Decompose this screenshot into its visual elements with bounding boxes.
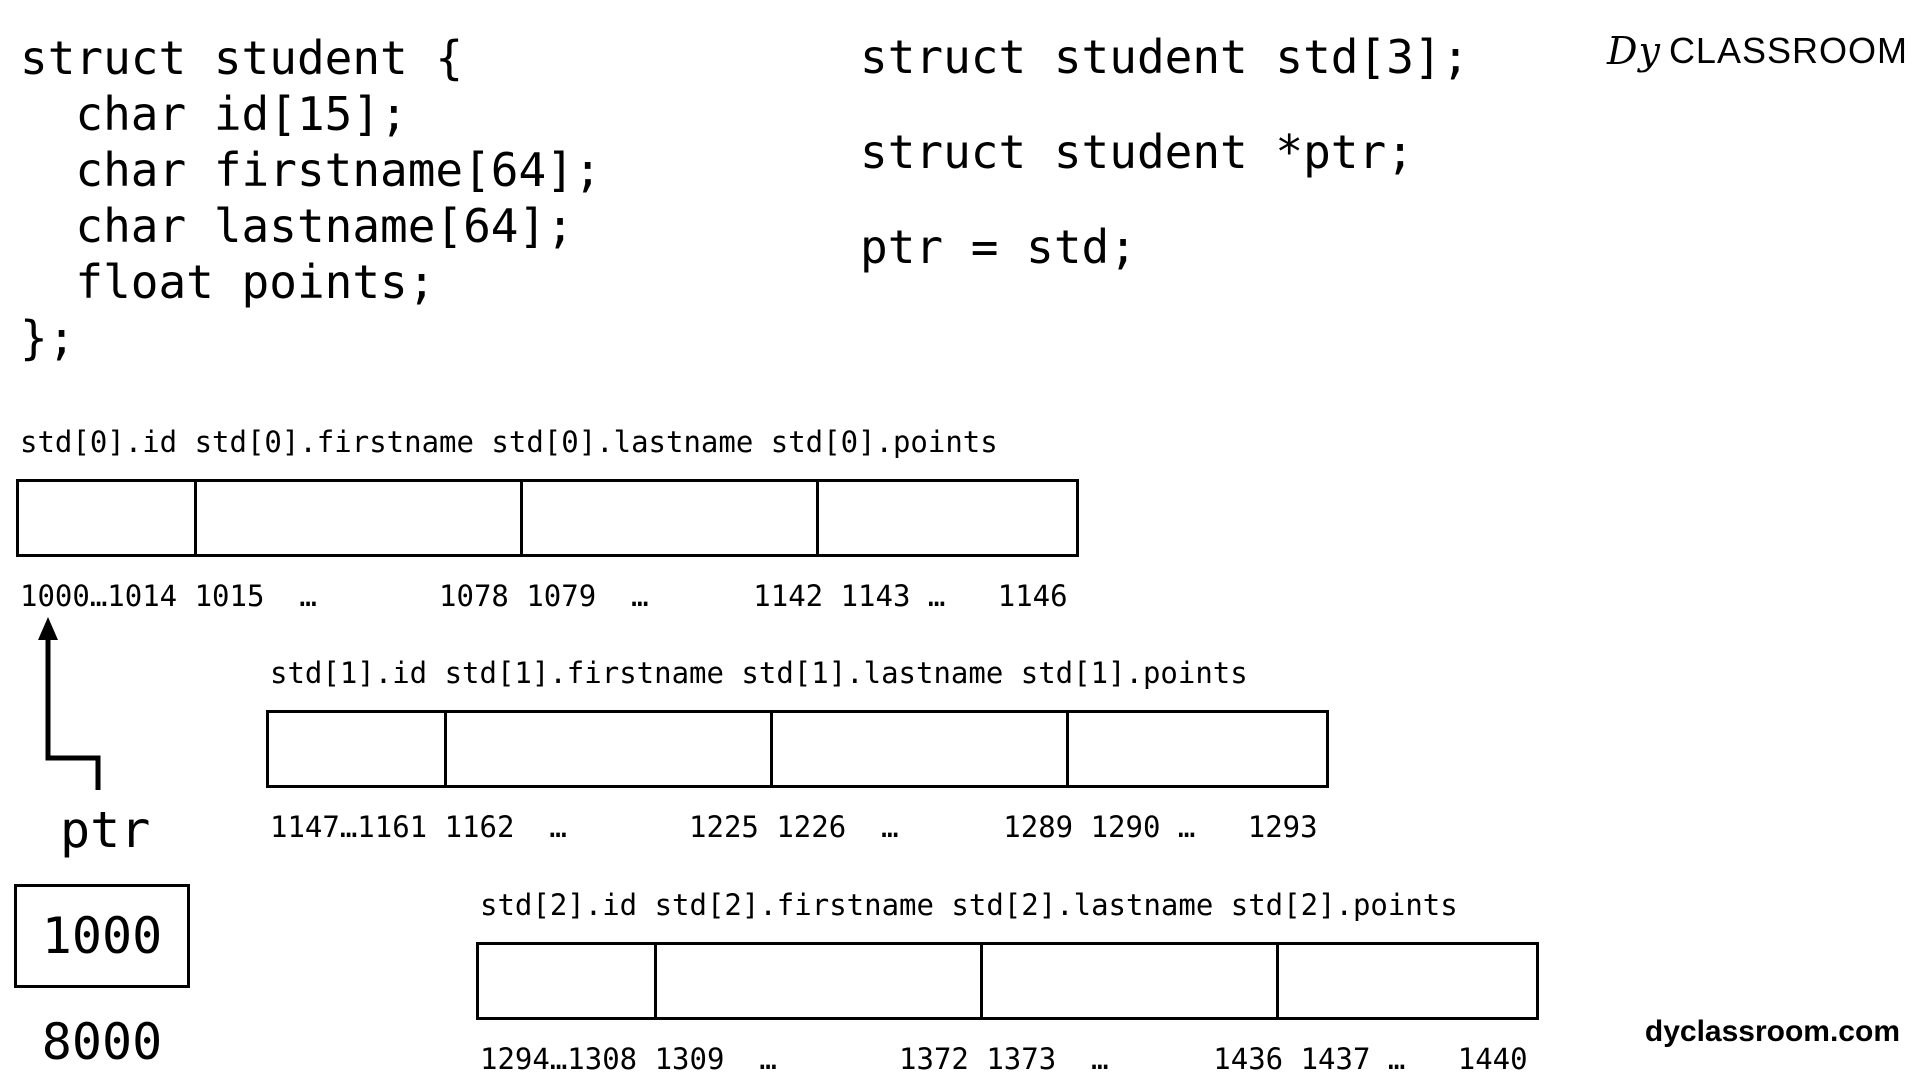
site-credit: dyclassroom.com	[1644, 1015, 1900, 1048]
code-line: float points;	[20, 255, 436, 309]
pointer-arrow	[38, 617, 101, 790]
arrow-head-icon	[38, 617, 58, 640]
ptr-value: 1000	[41, 907, 163, 965]
code-line: char firstname[64];	[20, 143, 602, 197]
ptr-value-box: 1000	[14, 884, 190, 988]
cell-firstname	[657, 945, 983, 1017]
row-addresses: 1000…1014 1015 … 1078 1079 … 1142 1143 ……	[20, 579, 1068, 613]
code-line: struct student std[3];	[860, 30, 1470, 84]
cell-id	[479, 945, 657, 1017]
cell-points	[1069, 713, 1326, 785]
cell-firstname	[447, 713, 773, 785]
code-line: char id[15];	[20, 87, 408, 141]
cell-lastname	[983, 945, 1279, 1017]
code-line: struct student *ptr;	[860, 125, 1414, 179]
cell-points	[1279, 945, 1536, 1017]
row-field-labels: std[2].id std[2].firstname std[2].lastna…	[480, 888, 1458, 922]
cell-points	[819, 482, 1076, 554]
cell-id	[269, 713, 447, 785]
struct-definition: struct student { char id[15]; char first…	[20, 30, 602, 366]
memory-cells	[16, 479, 1079, 557]
cell-lastname	[523, 482, 819, 554]
logo: Dy CLASSROOM	[1607, 30, 1908, 72]
memory-cells	[266, 710, 1329, 788]
logo-text: CLASSROOM	[1668, 30, 1908, 71]
code-line: ptr = std;	[860, 220, 1137, 274]
row-addresses: 1294…1308 1309 … 1372 1373 … 1436 1437 ……	[480, 1042, 1528, 1076]
memory-cells	[476, 942, 1539, 1020]
code-line: struct student {	[20, 31, 464, 85]
ptr-label: ptr	[60, 801, 151, 859]
row-addresses: 1147…1161 1162 … 1225 1226 … 1289 1290 ……	[270, 810, 1318, 844]
code-line: char lastname[64];	[20, 199, 574, 253]
arrow-line	[45, 640, 101, 790]
cell-firstname	[197, 482, 523, 554]
row-field-labels: std[1].id std[1].firstname std[1].lastna…	[270, 656, 1248, 690]
code-line: };	[20, 311, 76, 365]
logo-mark-icon: Dy	[1607, 29, 1661, 73]
cell-id	[19, 482, 197, 554]
ptr-address: 8000	[41, 1013, 163, 1071]
row-field-labels: std[0].id std[0].firstname std[0].lastna…	[20, 425, 998, 459]
declarations: struct student std[3]; struct student *pt…	[860, 10, 1469, 295]
cell-lastname	[773, 713, 1069, 785]
